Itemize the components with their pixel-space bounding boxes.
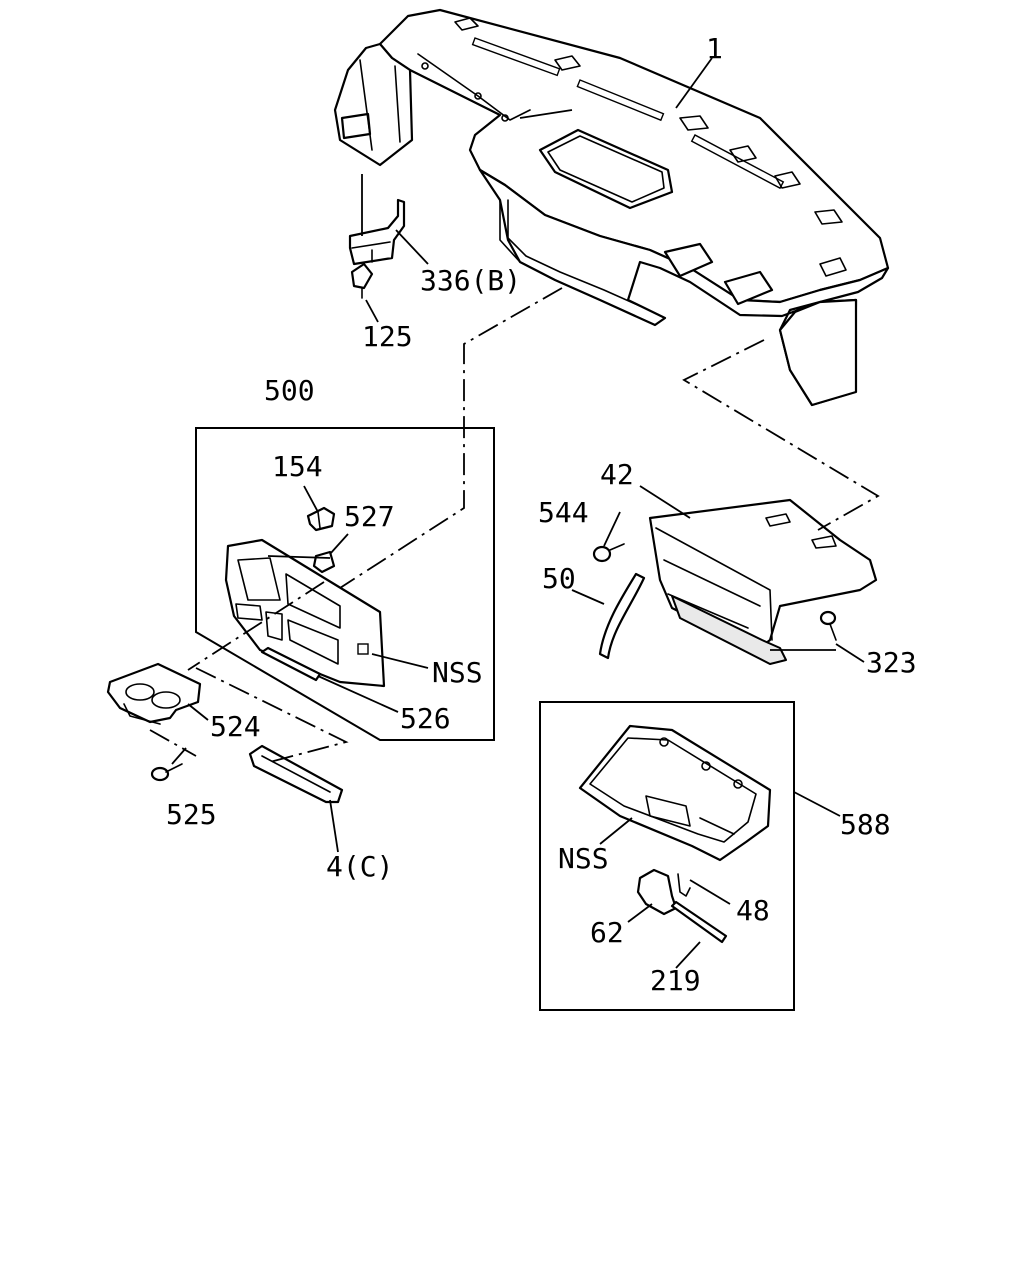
callout-50: 50 (542, 562, 576, 595)
instrument-panel-part-1 (333, 8, 890, 407)
screw-part-525 (150, 763, 183, 782)
callout-62: 62 (590, 916, 624, 949)
screw-part-323 (819, 610, 837, 641)
glove-box-housing-part-42 (648, 498, 878, 665)
callout-323: 323 (866, 646, 917, 679)
glove-box-door-nss (578, 724, 772, 862)
callout-588: 588 (840, 808, 891, 841)
switch-panel-part-524 (106, 662, 202, 725)
screw-part-544 (592, 543, 625, 563)
latch-part-62 (636, 868, 678, 916)
callout-125: 125 (362, 320, 413, 353)
assembly-588-outline (539, 701, 795, 1011)
callout-48: 48 (736, 894, 770, 927)
callout-1: 1 (706, 32, 723, 65)
connection-lines (149, 287, 880, 763)
retainer-part-527 (312, 550, 336, 574)
callout-336b: 336(B) (420, 264, 521, 297)
callout-nss-door: NSS (558, 842, 609, 875)
callout-525: 525 (166, 798, 217, 831)
pin-part-219 (670, 900, 728, 944)
callout-544: 544 (538, 496, 589, 529)
callout-154: 154 (272, 450, 323, 483)
callout-526: 526 (400, 702, 451, 735)
trim-strip-part-4c (248, 744, 344, 804)
leader-lines (171, 57, 865, 969)
strip-part-526 (260, 646, 322, 682)
clip-part-154 (306, 506, 336, 532)
clip-part-125 (350, 262, 374, 299)
callout-500: 500 (264, 374, 315, 407)
spring-part-48 (677, 873, 691, 897)
callout-524: 524 (210, 710, 261, 743)
callout-219: 219 (650, 964, 701, 997)
assembly-500-outline (195, 427, 495, 741)
callout-42: 42 (600, 458, 634, 491)
callout-527: 527 (344, 500, 395, 533)
bracket-part-336b (348, 198, 406, 266)
callout-nss-bezel: NSS (432, 656, 483, 689)
curved-strip-part-50 (598, 572, 646, 660)
callout-4c: 4(C) (326, 850, 393, 883)
